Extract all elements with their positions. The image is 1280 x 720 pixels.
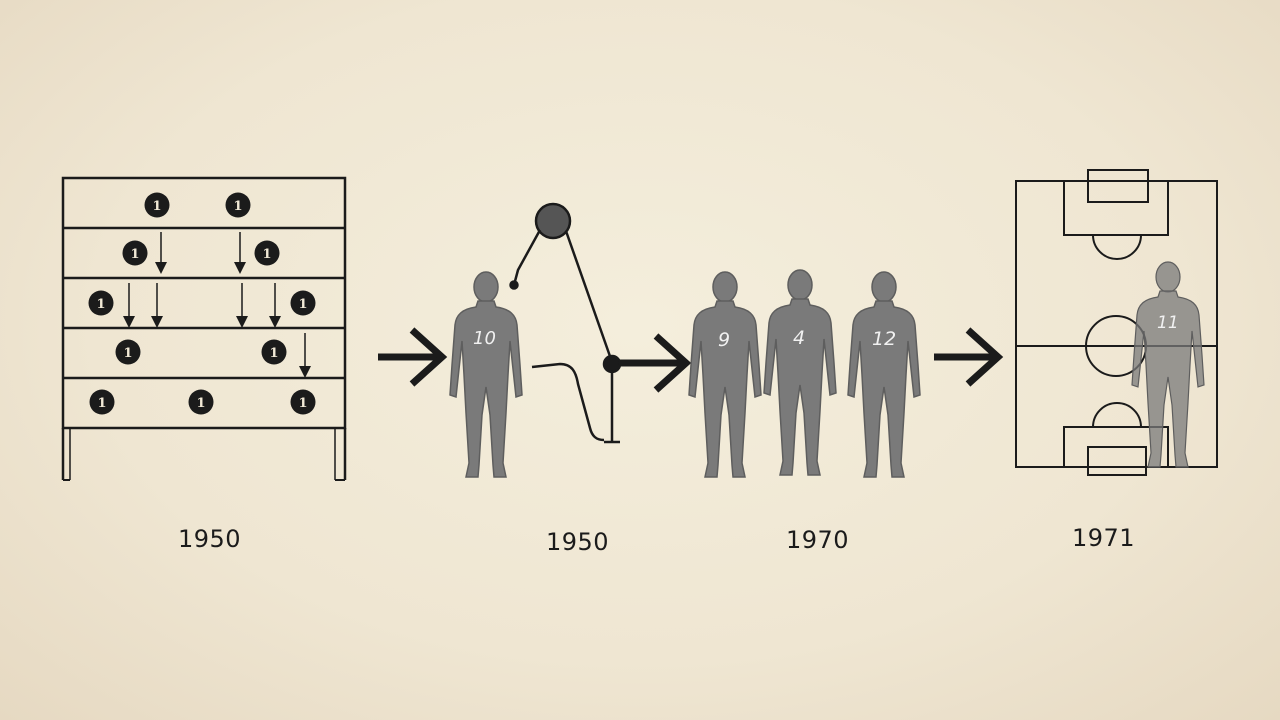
player-marker xyxy=(290,389,316,415)
marker-label: 1 xyxy=(269,346,278,361)
year-label: 1971 xyxy=(1072,524,1136,552)
player-figure xyxy=(763,269,837,476)
marker-label: 1 xyxy=(123,346,132,361)
jersey-number: 11 xyxy=(1157,313,1179,333)
player-marker xyxy=(188,389,214,415)
player-marker xyxy=(261,339,287,365)
movement-arrows xyxy=(123,232,311,378)
pulley-apparatus-icon xyxy=(509,202,622,444)
jersey-number: 4 xyxy=(793,327,806,349)
right-arrow-icon xyxy=(934,327,1004,387)
marker-label: 1 xyxy=(262,247,271,262)
player-marker xyxy=(290,290,316,316)
marker-label: 1 xyxy=(97,396,106,411)
player-marker xyxy=(144,192,170,218)
right-arrow-icon xyxy=(378,327,448,387)
marker-label: 1 xyxy=(196,396,205,411)
player-marker xyxy=(225,192,251,218)
goal-area-top xyxy=(1087,169,1149,203)
player-marker xyxy=(88,290,114,316)
jersey-number: 10 xyxy=(473,328,496,349)
player-figure xyxy=(688,271,762,478)
goal-area-bottom xyxy=(1087,446,1147,476)
year-label: 1950 xyxy=(178,525,242,553)
penalty-arc-top xyxy=(1092,234,1142,260)
jersey-number: 9 xyxy=(718,329,731,351)
jersey-number: 12 xyxy=(872,328,897,350)
player-figure xyxy=(449,271,523,478)
player-marker xyxy=(89,389,115,415)
player-figure xyxy=(847,271,921,478)
penalty-arc-bottom xyxy=(1092,402,1142,428)
right-arrow-icon xyxy=(620,333,692,393)
player-marker xyxy=(122,240,148,266)
board-marker-labels: 1 1 1 1 1 1 1 1 1 1 1 xyxy=(96,199,307,411)
player-marker xyxy=(115,339,141,365)
year-label: 1970 xyxy=(786,526,850,554)
player-marker xyxy=(254,240,280,266)
formation-board xyxy=(61,176,347,481)
board-frame xyxy=(61,176,347,430)
marker-label: 1 xyxy=(233,199,242,214)
penalty-box-bottom xyxy=(1063,426,1169,468)
marker-label: 1 xyxy=(152,199,161,214)
year-label: 1950 xyxy=(546,528,610,556)
three-players xyxy=(688,269,921,478)
penalty-box-top xyxy=(1063,180,1169,236)
board-markers xyxy=(88,192,316,415)
marker-label: 1 xyxy=(130,247,139,262)
marker-label: 1 xyxy=(96,297,105,312)
marker-label: 1 xyxy=(298,396,307,411)
marker-label: 1 xyxy=(298,297,307,312)
